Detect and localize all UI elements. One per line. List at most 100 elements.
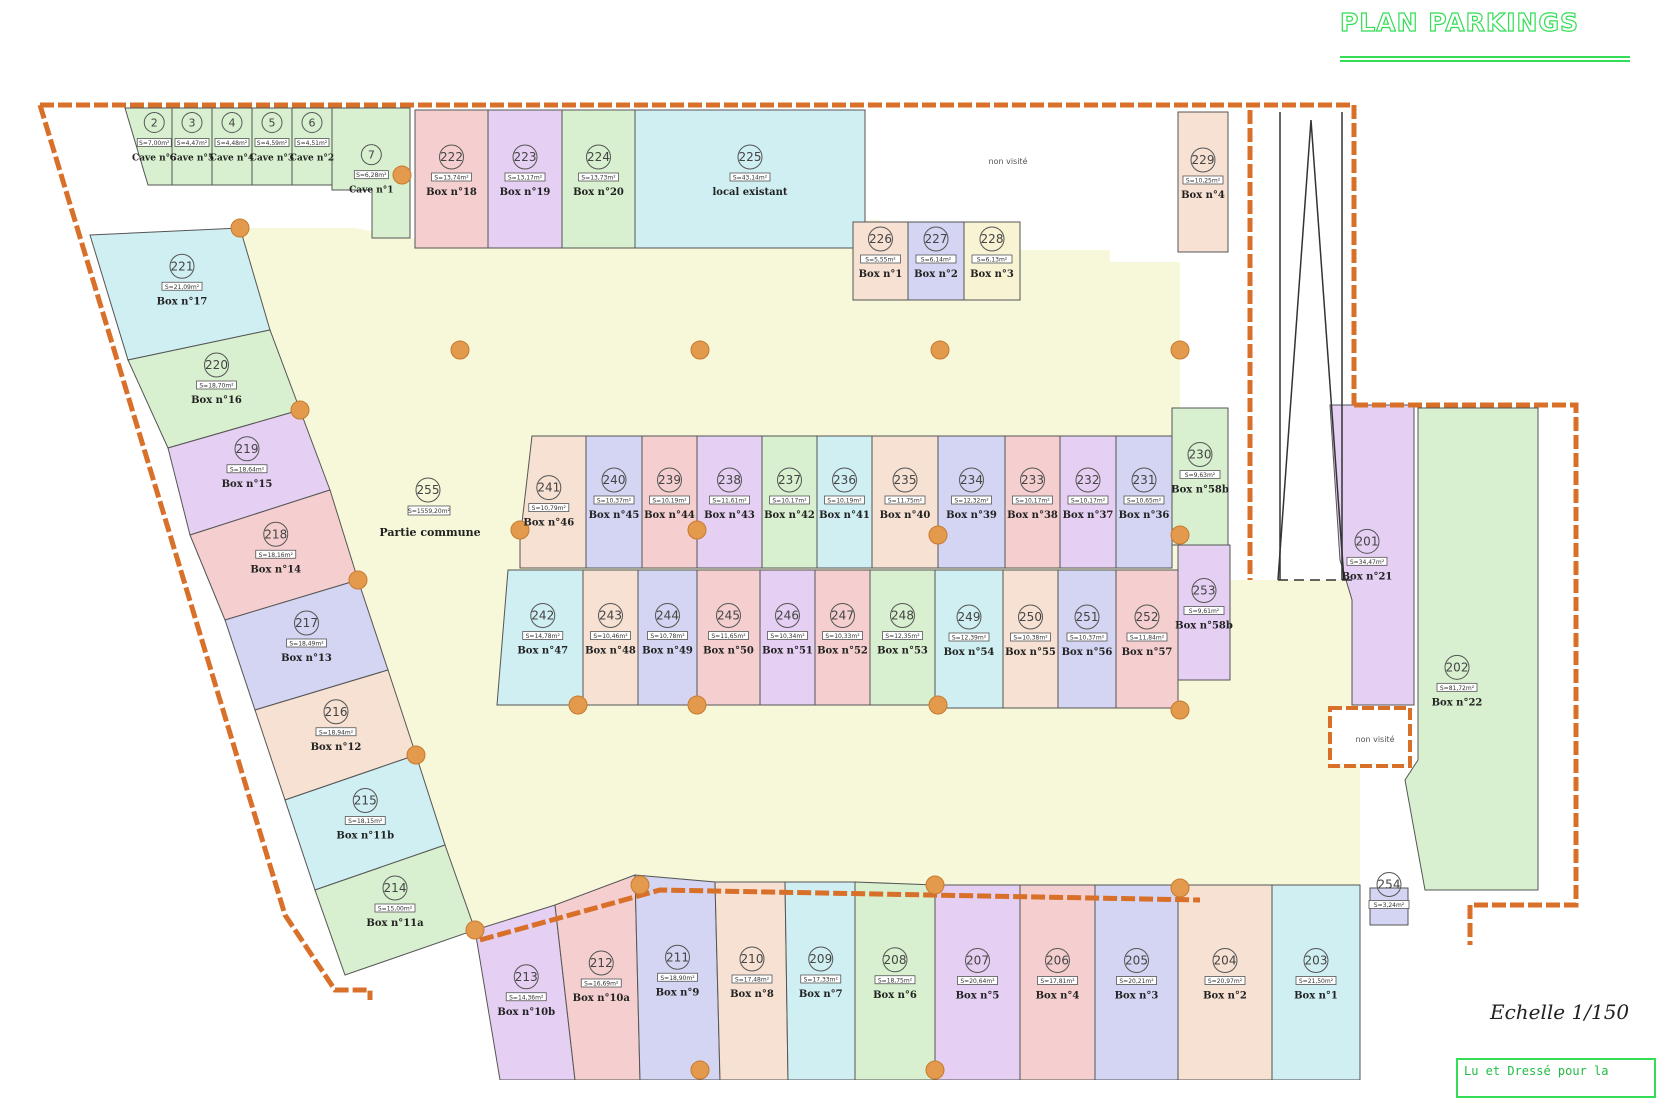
lot-surface: S=10,19m² xyxy=(652,498,687,505)
surface-box xyxy=(505,992,547,1002)
lot-number: 214 xyxy=(384,881,407,895)
lot-number-circle xyxy=(1212,948,1238,973)
lot-number: 238 xyxy=(718,473,741,487)
lot-surface: S=9,63m² xyxy=(1185,472,1216,479)
lot-number: 237 xyxy=(778,473,801,487)
lot-number: 226 xyxy=(869,232,892,246)
lot-number-circle xyxy=(588,950,614,976)
lot-number: 4 xyxy=(229,117,236,130)
parking-lot-box46[interactable] xyxy=(519,435,587,569)
lot-surface: S=13,73m² xyxy=(581,175,616,182)
lot-number: 228 xyxy=(981,232,1004,246)
lot-name: Box n°38 xyxy=(1007,510,1058,521)
surface-box xyxy=(315,727,357,737)
lot-number-circle xyxy=(530,603,556,628)
lot-number-circle xyxy=(1124,948,1149,973)
lot-surface: S=34,47m² xyxy=(1350,559,1385,566)
lot-number-circle xyxy=(1075,467,1101,493)
surface-box xyxy=(593,495,635,505)
surface-box xyxy=(504,172,546,182)
lot-surface: S=3,24m² xyxy=(1374,902,1405,909)
lot-name: Box n°6 xyxy=(873,990,917,1001)
lot-surface: S=11,84m² xyxy=(1130,635,1165,642)
lot-number: 241 xyxy=(537,481,560,495)
lot-number-circle xyxy=(221,112,243,133)
lot-number: 246 xyxy=(776,609,799,623)
parking-lot-box10a[interactable] xyxy=(554,874,641,1080)
structural-column xyxy=(630,875,650,895)
structural-column xyxy=(450,340,470,360)
lot-surface: S=12,35m² xyxy=(885,633,920,640)
surface-box xyxy=(860,254,901,264)
structural-column xyxy=(348,570,368,590)
surface-box xyxy=(1436,682,1478,692)
lot-number-circle xyxy=(1018,604,1043,630)
lot-surface: S=20,97m² xyxy=(1208,978,1243,985)
lot-surface: S=5,55m² xyxy=(865,257,896,264)
lot-outline xyxy=(519,435,587,569)
lot-name: Box n°55 xyxy=(1005,647,1056,658)
lot-surface: S=7,00m² xyxy=(139,140,170,147)
lot-name: Box n°52 xyxy=(817,646,868,657)
lot-number: 204 xyxy=(1214,954,1237,968)
parking-lot-box22[interactable] xyxy=(1404,407,1539,891)
lot-surface: S=9,61m² xyxy=(1189,608,1220,615)
lot-name: Box n°46 xyxy=(523,518,574,529)
surface-box xyxy=(522,631,564,640)
lot-number-circle xyxy=(808,946,834,972)
lot-number: 209 xyxy=(809,952,832,966)
surface-box xyxy=(1037,976,1078,985)
surface-box xyxy=(161,281,203,291)
surface-box xyxy=(1183,606,1225,615)
surface-box xyxy=(874,975,916,985)
surface-box xyxy=(709,495,750,505)
lot-name: Box n°18 xyxy=(426,187,477,198)
non-visite-room xyxy=(875,112,1175,220)
surface-box xyxy=(1010,632,1051,642)
structural-column xyxy=(687,695,707,715)
lot-name: Box n°4 xyxy=(1036,991,1080,1002)
lot-number: 210 xyxy=(741,952,764,966)
title-underline xyxy=(1340,60,1630,62)
lot-number-circle xyxy=(352,788,378,813)
surface-box xyxy=(578,172,619,182)
lot-number: 251 xyxy=(1076,610,1099,624)
lot-number: 3 xyxy=(189,117,196,130)
structural-column xyxy=(1170,878,1190,898)
lot-number: 250 xyxy=(1019,610,1042,624)
lot-number-circle xyxy=(830,603,855,628)
surface-box xyxy=(824,495,865,505)
surface-box xyxy=(286,638,327,648)
lot-name: Box n°12 xyxy=(311,742,362,753)
lot-surface: S=6,13m² xyxy=(977,257,1008,264)
lot-number-circle xyxy=(832,467,857,493)
lot-surface: S=6,14m² xyxy=(921,257,952,264)
lot-name: Cave n°3 xyxy=(250,154,294,164)
lot-surface: S=10,79m² xyxy=(532,505,567,512)
lot-number: 201 xyxy=(1356,534,1379,548)
surface-box xyxy=(1368,900,1410,909)
lot-surface: S=14,78m² xyxy=(526,633,561,640)
lot-surface: S=4,48m² xyxy=(217,140,248,147)
lot-surface: S=18,15m² xyxy=(348,818,383,825)
lot-surface: S=81,72m² xyxy=(1440,685,1475,692)
lot-surface: S=12,32m² xyxy=(954,498,989,505)
lot-name: Box n°22 xyxy=(1432,697,1483,708)
structural-column xyxy=(568,695,588,715)
lot-number-circle xyxy=(1074,604,1100,630)
structural-column xyxy=(406,745,426,765)
structural-column xyxy=(928,695,948,715)
lot-outline xyxy=(1404,407,1539,891)
lot-surface: S=15,00m² xyxy=(378,906,413,913)
surface-box xyxy=(1179,470,1221,479)
common-area-name: Partie commune xyxy=(379,526,480,539)
ramp-arrow xyxy=(1277,119,1345,581)
lot-number-circle xyxy=(717,467,742,493)
lot-number-circle xyxy=(1303,948,1329,973)
lot-number-circle xyxy=(601,467,627,493)
lot-surface: S=10,17m² xyxy=(1071,498,1106,505)
lot-surface: S=18,49m² xyxy=(289,641,324,648)
lot-number-circle xyxy=(143,112,165,133)
lot-number: 243 xyxy=(599,609,622,623)
lot-number-circle xyxy=(890,603,915,628)
